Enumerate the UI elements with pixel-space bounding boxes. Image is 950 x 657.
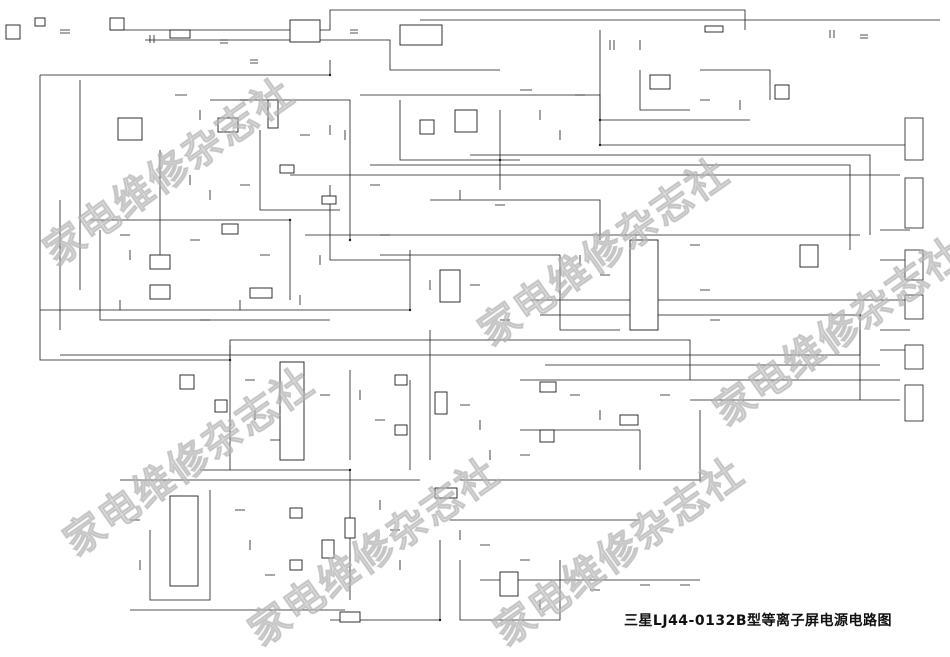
- transistor: [289, 559, 303, 571]
- transistor: [394, 374, 408, 386]
- optocoupler: [434, 487, 458, 499]
- transformer: [434, 391, 448, 415]
- transistor: [394, 424, 408, 436]
- pfc-mosfet: [649, 74, 671, 90]
- line-filter: [109, 17, 125, 31]
- optocoupler: [321, 195, 337, 205]
- choke-coil: [169, 29, 191, 39]
- output-connector: [904, 294, 924, 320]
- optocoupler: [339, 611, 361, 623]
- controller-ic: [279, 361, 305, 461]
- transformer: [267, 99, 279, 129]
- controller-ic: [169, 495, 199, 587]
- controller-ic: [629, 239, 659, 331]
- ic: [499, 571, 519, 597]
- components: [5, 17, 819, 623]
- output-connector: [904, 344, 924, 370]
- relay: [289, 19, 321, 43]
- output-connector: [904, 384, 924, 422]
- ac-input-connector: [5, 24, 21, 40]
- output-connectors: [904, 117, 924, 422]
- regulator-ic: [799, 244, 819, 268]
- junctions: [228, 73, 862, 622]
- passives: [60, 29, 868, 610]
- op-amp: [149, 254, 171, 270]
- transformer: [321, 539, 335, 559]
- op-amp: [149, 284, 171, 300]
- output-connector: [904, 177, 924, 229]
- ic: [439, 269, 461, 303]
- ic: [539, 381, 557, 393]
- output-connector: [904, 117, 924, 161]
- transistor: [289, 507, 303, 519]
- wiring: [39, 9, 940, 621]
- transistor: [179, 374, 195, 390]
- ic: [221, 223, 239, 235]
- transistor: [214, 399, 228, 413]
- ic: [619, 414, 639, 426]
- diagram-title: 三星LJ44-0132B型等离子屏电源电路图: [623, 613, 892, 629]
- bridge-rectifier: [399, 24, 443, 46]
- ic: [539, 429, 555, 443]
- transistor: [419, 119, 435, 135]
- fuse: [704, 25, 724, 33]
- ic: [217, 117, 239, 133]
- transistor: [774, 84, 790, 100]
- output-connector: [904, 249, 924, 281]
- optocoupler: [279, 164, 295, 174]
- fuse: [34, 17, 46, 27]
- transformer: [344, 517, 356, 539]
- optocoupler: [249, 287, 273, 299]
- control-ic: [117, 117, 143, 141]
- pwm-ic: [454, 109, 478, 133]
